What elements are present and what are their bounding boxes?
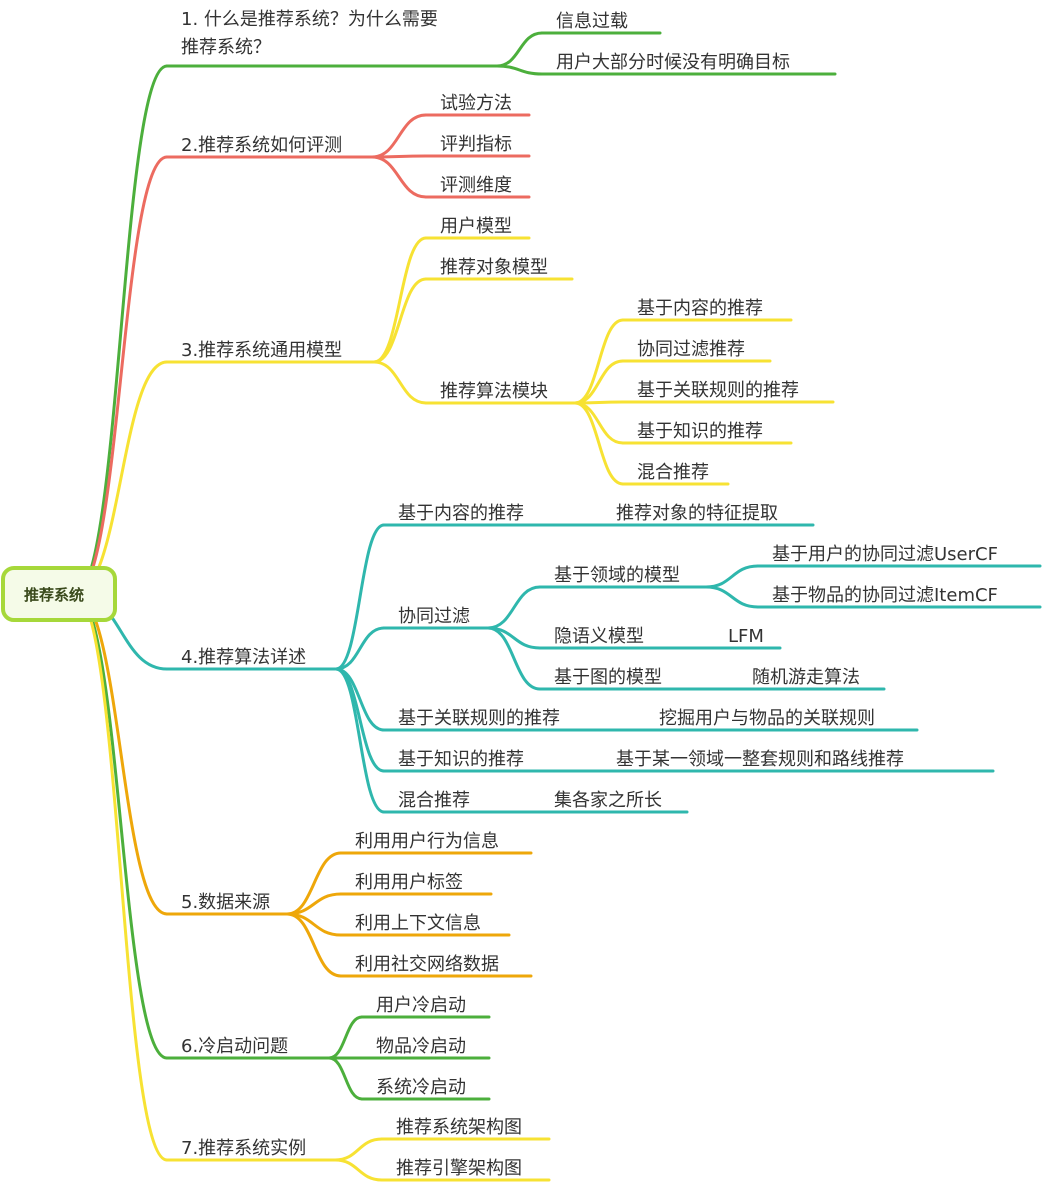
node-2-0[interactable]: 用户模型 xyxy=(440,216,512,237)
connector-3-1-0-1 xyxy=(704,585,760,609)
node-3-2-0[interactable]: 挖掘用户与物品的关联规则 xyxy=(659,708,875,729)
branch-label-6[interactable]: 6.冷启动问题 xyxy=(181,1036,288,1057)
node-3-1[interactable]: 协同过滤 xyxy=(398,606,470,627)
node-3-1-1-0[interactable]: LFM xyxy=(728,626,764,647)
node-5-0[interactable]: 用户冷启动 xyxy=(376,995,466,1016)
connector-3-1-0 xyxy=(486,585,542,630)
connector-2-2-3 xyxy=(573,401,625,445)
node-3-1-0[interactable]: 基于领域的模型 xyxy=(554,565,680,586)
node-3-1-2[interactable]: 基于图的模型 xyxy=(554,667,662,688)
node-1-0[interactable]: 试验方法 xyxy=(440,93,512,114)
connector-5-2 xyxy=(327,1056,364,1101)
connector-3-1 xyxy=(334,626,386,671)
node-3-0-0[interactable]: 推荐对象的特征提取 xyxy=(616,503,778,524)
node-4-0[interactable]: 利用用户行为信息 xyxy=(355,831,499,852)
node-6-1[interactable]: 推荐引擎架构图 xyxy=(396,1158,522,1179)
node-3-4-0[interactable]: 集各家之所长 xyxy=(554,790,662,811)
node-2-2-3[interactable]: 基于知识的推荐 xyxy=(637,421,763,442)
node-2-2-1[interactable]: 协同过滤推荐 xyxy=(637,339,745,360)
node-3-1-2-0[interactable]: 随机游走算法 xyxy=(752,667,860,688)
node-5-1[interactable]: 物品冷启动 xyxy=(376,1036,466,1057)
node-1-2[interactable]: 评测维度 xyxy=(440,175,512,196)
node-3-1-1[interactable]: 隐语义模型 xyxy=(554,626,644,647)
branch-label-5[interactable]: 5.数据来源 xyxy=(181,892,270,913)
connector-2-2-0 xyxy=(573,318,625,405)
node-4-3[interactable]: 利用社交网络数据 xyxy=(355,954,499,975)
node-5-2[interactable]: 系统冷启动 xyxy=(376,1077,466,1098)
connector-4-3 xyxy=(285,912,343,978)
branch-label-2[interactable]: 2.推荐系统如何评测 xyxy=(181,135,342,156)
node-4-1[interactable]: 利用用户标签 xyxy=(355,872,463,893)
connector-2-2-1 xyxy=(573,359,625,405)
node-3-3[interactable]: 基于知识的推荐 xyxy=(398,749,524,770)
branch-label-1-line-2[interactable]: 推荐系统？ xyxy=(181,37,271,58)
node-6-0[interactable]: 推荐系统架构图 xyxy=(396,1117,522,1138)
node-2-1[interactable]: 推荐对象模型 xyxy=(440,257,548,278)
branch-label-1-line-1[interactable]: 1. 什么是推荐系统？为什么需要 xyxy=(181,9,438,30)
connector-5-0 xyxy=(327,1015,364,1060)
branch-label-7[interactable]: 7.推荐系统实例 xyxy=(181,1138,306,1159)
node-0-1[interactable]: 用户大部分时候没有明确目标 xyxy=(556,52,790,73)
node-1-1[interactable]: 评判指标 xyxy=(440,134,512,155)
node-3-1-0-1[interactable]: 基于物品的协同过滤ItemCF xyxy=(772,585,998,606)
connector-2-1 xyxy=(372,277,428,364)
connector-3-4 xyxy=(334,667,386,814)
connector-1-0 xyxy=(370,113,428,159)
branch-connector-7 xyxy=(73,592,169,1162)
node-4-2[interactable]: 利用上下文信息 xyxy=(355,913,481,934)
branch-connector-3 xyxy=(73,360,169,596)
connector-6-0 xyxy=(333,1137,384,1162)
root-label[interactable]: 推荐系统 xyxy=(24,586,84,604)
node-3-0[interactable]: 基于内容的推荐 xyxy=(398,503,524,524)
connector-3-1-0-0 xyxy=(704,564,760,589)
node-2-2[interactable]: 推荐算法模块 xyxy=(440,381,548,402)
root-node[interactable] xyxy=(1,566,117,622)
node-3-3-0[interactable]: 基于某一领域一整套规则和路线推荐 xyxy=(616,749,904,770)
branch-label-3[interactable]: 3.推荐系统通用模型 xyxy=(181,340,342,361)
connector-3-0 xyxy=(334,523,386,671)
connector-3-1-2 xyxy=(486,626,542,691)
branch-connector-1 xyxy=(73,64,169,596)
connector-1-2 xyxy=(370,155,428,199)
connector-0-1 xyxy=(495,64,544,76)
branch-connector-6 xyxy=(73,592,169,1060)
node-3-4[interactable]: 混合推荐 xyxy=(398,790,470,811)
connector-3-3 xyxy=(334,667,386,773)
node-0-0[interactable]: 信息过载 xyxy=(556,11,628,32)
node-2-2-4[interactable]: 混合推荐 xyxy=(637,462,709,483)
connector-2-0 xyxy=(372,236,428,364)
branch-label-4[interactable]: 4.推荐算法详述 xyxy=(181,647,306,668)
connector-2-2 xyxy=(372,360,428,405)
node-2-2-0[interactable]: 基于内容的推荐 xyxy=(637,298,763,319)
branch-connector-2 xyxy=(73,155,169,596)
connector-2-2-4 xyxy=(573,401,625,486)
connector-0-0 xyxy=(495,31,544,68)
node-3-1-0-0[interactable]: 基于用户的协同过滤UserCF xyxy=(772,544,998,565)
node-2-2-2[interactable]: 基于关联规则的推荐 xyxy=(637,380,799,401)
connector-6-1 xyxy=(333,1158,384,1182)
node-3-2[interactable]: 基于关联规则的推荐 xyxy=(398,708,560,729)
